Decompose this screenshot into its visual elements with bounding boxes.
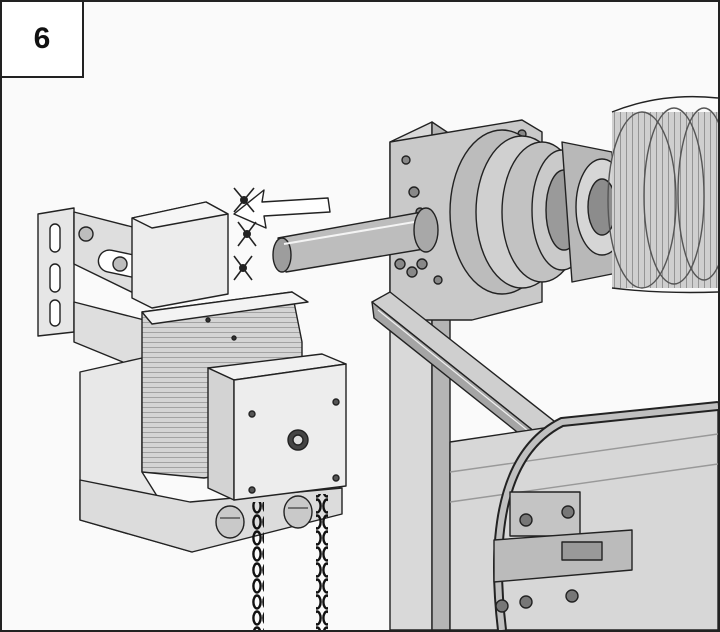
plate-bolts xyxy=(394,129,527,285)
hand-chain-right xyxy=(316,494,328,630)
bracket-slots xyxy=(49,223,61,327)
hand-chain-left xyxy=(252,502,264,630)
cross-mark-icon xyxy=(233,187,257,281)
motor-base xyxy=(79,479,343,553)
shaft-end xyxy=(272,207,439,273)
step-number: 6 xyxy=(33,22,51,55)
door-frame-assembly xyxy=(272,95,718,630)
door-operator xyxy=(37,201,347,630)
step-number-box: 6 xyxy=(2,2,84,78)
hinge-bracket xyxy=(493,491,633,613)
door-panel xyxy=(449,401,718,630)
control-box xyxy=(207,353,347,501)
cable-glands xyxy=(215,495,313,539)
arrow-left-icon xyxy=(233,189,331,229)
torsion-spring xyxy=(607,95,718,294)
